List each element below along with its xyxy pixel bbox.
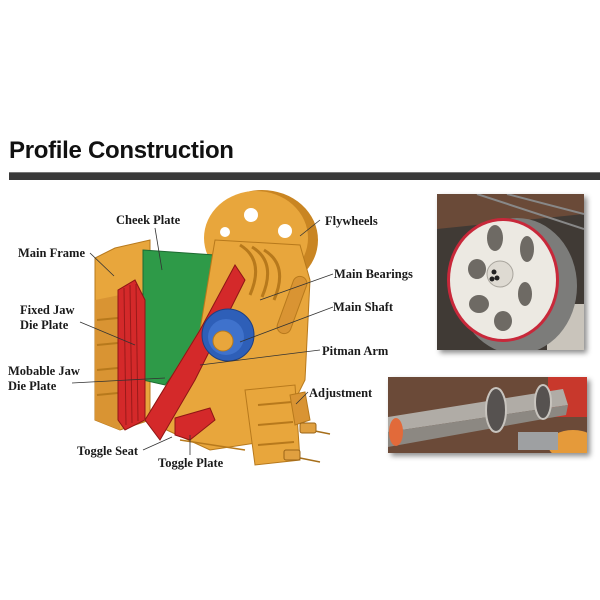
adjustment-illustration	[244, 384, 331, 466]
label-cheek-plate: Cheek Plate	[116, 213, 181, 227]
label-main-frame: Main Frame	[18, 246, 85, 260]
label-fixed-jaw-line1: Fixed Jaw	[20, 303, 75, 317]
label-flywheels: Flywheels	[325, 214, 378, 228]
label-main-bearings: Main Bearings	[334, 267, 413, 281]
toggle-plate-illustration	[174, 407, 216, 441]
flywheel-photo	[437, 194, 584, 350]
label-pitman-arm: Pitman Arm	[322, 344, 389, 358]
title-divider	[9, 172, 600, 180]
label-toggle-seat: Toggle Seat	[77, 444, 138, 458]
main-shaft-photo	[388, 377, 587, 453]
label-mobable-jaw-line1: Mobable Jaw	[8, 364, 80, 378]
label-adjustment: Adjustment	[309, 386, 373, 400]
page-title: Profile Construction	[9, 137, 234, 164]
label-toggle-plate: Toggle Plate	[158, 456, 224, 470]
label-main-shaft: Main Shaft	[333, 300, 394, 314]
toggle-rod-illustration	[179, 439, 246, 451]
label-mobable-jaw-line2: Die Plate	[8, 379, 57, 393]
label-fixed-jaw-line2: Die Plate	[20, 318, 69, 332]
main-shaft-illustration	[201, 308, 255, 362]
